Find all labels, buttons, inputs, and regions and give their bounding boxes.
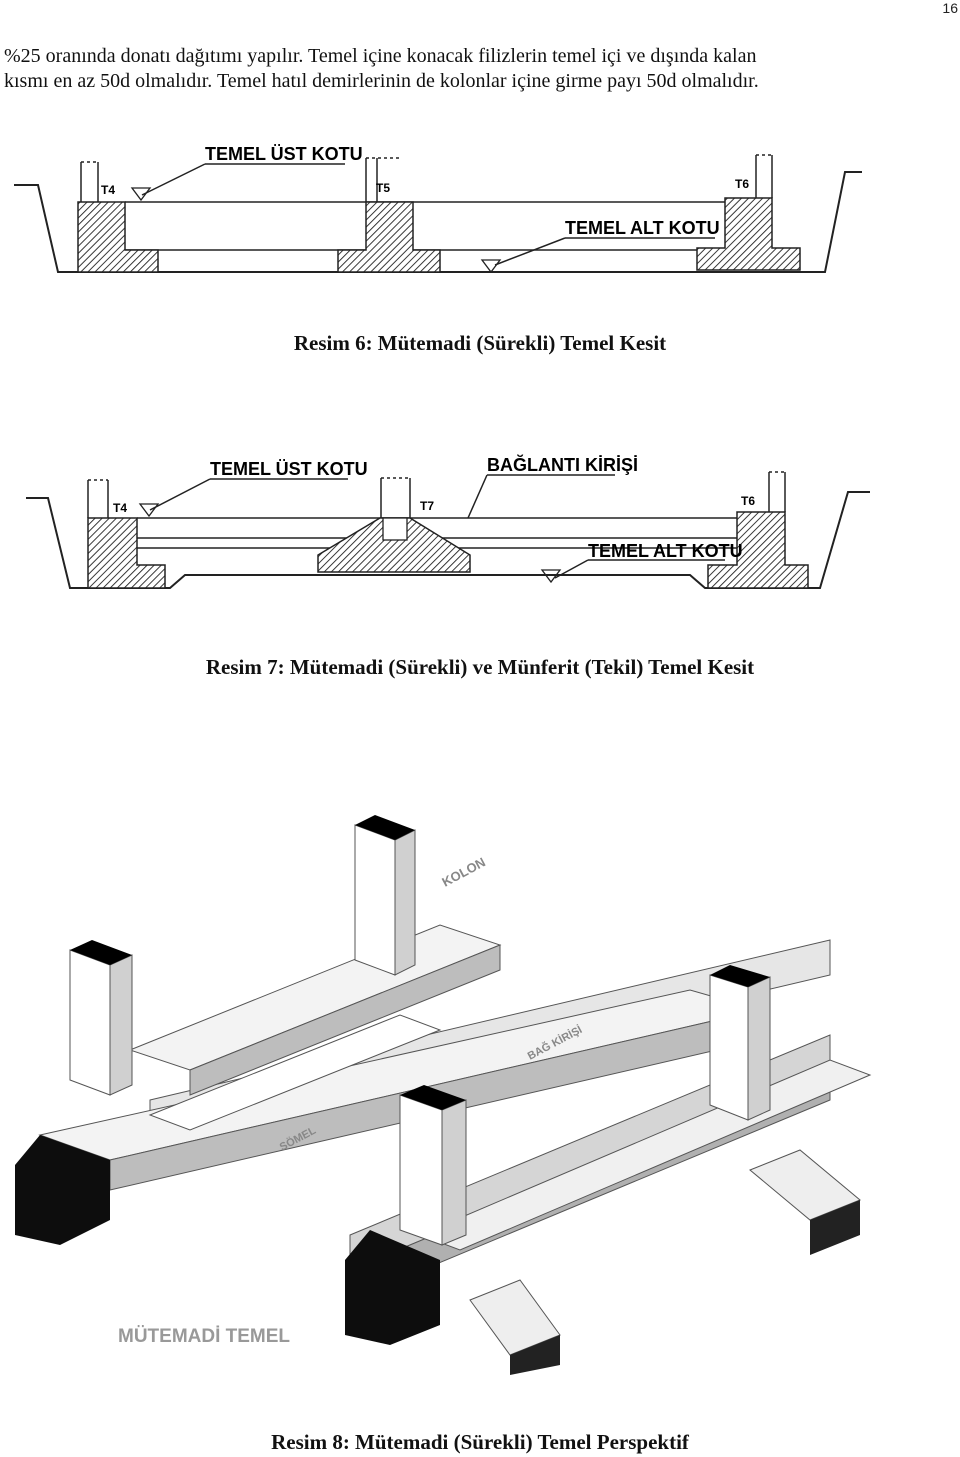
paragraph-line-1: %25 oranında donatı dağıtımı yapılır. Te… [4,45,757,67]
fig7-label-t7: T7 [420,499,434,513]
fig7-label-beam: BAĞLANTI KİRİŞİ [487,454,638,475]
fig8-title: MÜTEMADİ TEMEL [118,1326,290,1347]
fig7-label-t6: T6 [741,494,755,508]
fig6-level-marker-bottom [480,259,502,274]
fig6-label-top: TEMEL ÜST KOTU [205,144,363,164]
figure-6-caption: Resim 6: Mütemadi (Sürekli) Temel Kesit [293,331,667,355]
column-front [399,1085,467,1246]
figure-7-caption: Resim 7: Mütemadi (Sürekli) ve Münferit … [205,655,755,679]
fig6-label-t6: T6 [735,177,749,191]
page-number: 16 [942,0,958,16]
excavation-outline-7 [26,491,870,589]
fig7-label-t4: T4 [113,501,127,515]
figure-6-diagram: T4 T5 T6 TEMEL ÜST KOTU TEMEL ALT KOTU [0,140,960,300]
fig7-level-marker-top [138,503,160,518]
footing-t5 [337,201,441,273]
column-right [709,965,771,1121]
fig6-label-t5: T5 [376,181,390,195]
figure-7-diagram: T4 T7 T6 TEMEL ÜST KOTU BAĞLANTI KİRİŞİ … [0,450,960,615]
fig7-label-top: TEMEL ÜST KOTU [210,459,368,479]
fig6-label-bottom: TEMEL ALT KOTU [565,218,720,238]
fig6-label-t4: T4 [101,183,115,197]
fig7-label-bottom: TEMEL ALT KOTU [588,541,743,561]
footing-t4-7 [87,517,166,589]
fig7-level-marker-bottom [540,569,562,584]
fig8-label-kolon: KOLON [439,854,487,889]
paragraph-line-2: kısmı en az 50d olmalıdır. Temel hatıl d… [4,70,759,92]
footing-t6 [696,197,801,271]
body-paragraph: %25 oranında donatı dağıtımı yapılır. Te… [4,44,958,94]
column-left [69,940,133,1096]
fig6-level-marker-top [130,187,152,202]
footing-t6-7 [707,511,809,589]
column-back [354,815,416,976]
excavation-outline [14,171,862,273]
footing-t4 [77,201,159,273]
figure-8-perspective: KOLON BAĞ KİRİŞİ SÖMEL MÜTEMADİ TEMEL [0,815,960,1375]
figure-8-caption: Resim 8: Mütemadi (Sürekli) Temel Perspe… [271,1430,689,1454]
